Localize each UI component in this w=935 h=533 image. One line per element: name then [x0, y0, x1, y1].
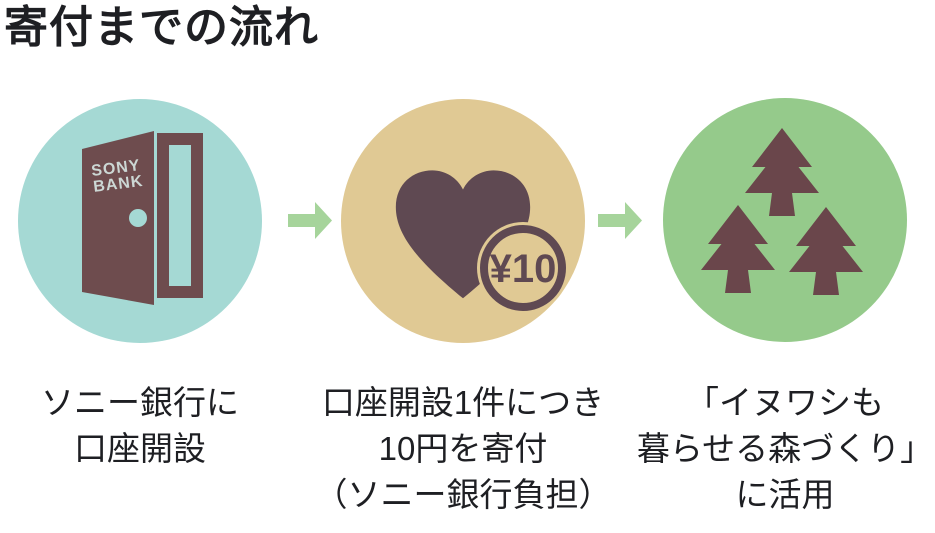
step1-caption: ソニー銀行に 口座開設 [20, 380, 260, 472]
heart-coin-icon: ¥10 [341, 99, 585, 343]
door-frame [157, 133, 203, 298]
sony-bank-door-icon: SONY BANK [18, 99, 262, 343]
right-arrow-shape [598, 202, 642, 239]
caption-line: ソニー銀行に [41, 384, 239, 421]
forest-trees-icon [663, 98, 907, 342]
pine-tree-right [789, 207, 863, 295]
flow-arrow-icon-1 [288, 202, 332, 239]
page-title: 寄付までの流れ [4, 3, 319, 52]
caption-line: 口座開設1件につき [321, 384, 605, 421]
caption-line: 口座開設 [74, 430, 206, 467]
right-arrow-shape [288, 202, 332, 239]
step2-caption: 口座開設1件につき 10円を寄付 （ソニー銀行負担） [303, 380, 623, 518]
caption-line: 暮らせる森づくり」 [636, 430, 934, 467]
door-knob [129, 209, 147, 227]
step3-circle-background [663, 98, 907, 342]
door-label-bank: BANK [92, 173, 144, 196]
door-panel [82, 131, 154, 305]
flow-arrow-icon-2 [598, 202, 642, 239]
caption-line: 10円を寄付 [378, 430, 548, 467]
step3-caption: 「イヌワシも 暮らせる森づくり」 に活用 [625, 380, 935, 518]
door-label: SONY BANK [90, 157, 144, 196]
pine-tree-top [745, 128, 819, 216]
caption-line: （ソニー銀行負担） [314, 476, 612, 513]
caption-line: 「イヌワシも [686, 384, 884, 421]
coin-ring [480, 225, 566, 311]
caption-line: に活用 [735, 476, 835, 513]
coin-label: ¥10 [490, 247, 557, 291]
pine-tree-left [701, 205, 775, 293]
door-label-sony: SONY [90, 157, 141, 180]
